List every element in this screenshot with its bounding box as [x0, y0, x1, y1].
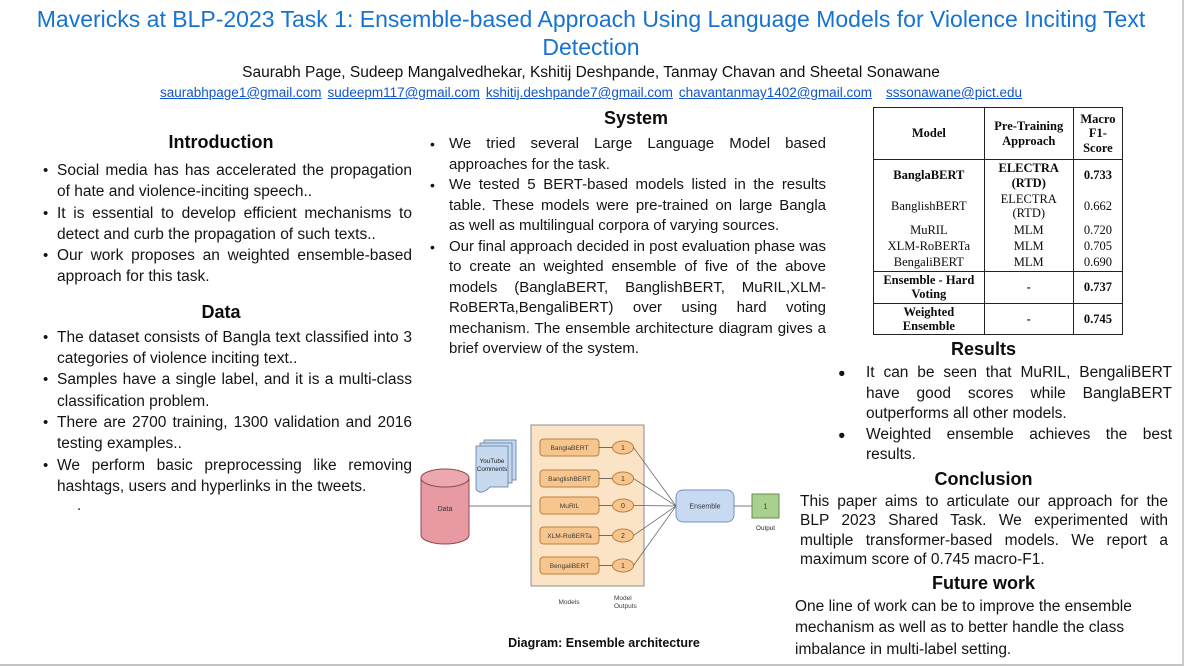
- cell-approach: MLM: [983, 221, 1074, 238]
- list-item: We tested 5 BERT-based models listed in …: [428, 175, 826, 237]
- list-item: It is essential to develop efficient mec…: [30, 203, 412, 246]
- table-header-score: Macro F1-Score: [1072, 107, 1124, 161]
- model-box-xlm-roberta: XLM-RoBERTa 2: [539, 505, 677, 545]
- cell-approach: ELECTRA (RTD): [983, 159, 1074, 191]
- cell-approach: ELECTRA (RTD): [983, 190, 1074, 222]
- results-heading: Results: [950, 339, 1017, 359]
- cell-approach: -: [983, 270, 1074, 303]
- data-list: The dataset consists of Bangla text clas…: [30, 327, 412, 497]
- table-row: Ensemble - Hard Voting - 0.737: [873, 270, 1124, 303]
- data-heading: Data: [201, 301, 241, 322]
- future-work-heading: Future work: [931, 572, 1035, 593]
- poster-title: Mavericks at BLP-2023 Task 1: Ensemble-b…: [36, 6, 1146, 60]
- introduction-list: Social media has has accelerated the pro…: [30, 160, 412, 288]
- table-row: BanglishBERT ELECTRA (RTD) 0.662: [873, 190, 1124, 222]
- table-row: BanglaBERT ELECTRA (RTD) 0.733: [873, 159, 1124, 191]
- diagram-caption: Diagram: Ensemble architecture: [508, 636, 700, 650]
- cell-approach: MLM: [983, 238, 1074, 255]
- cell-model: Weighted Ensemble: [873, 302, 985, 335]
- ensemble-node: Ensemble: [675, 489, 735, 523]
- conclusion-heading: Conclusion: [934, 468, 1033, 489]
- model-name: XLM-RoBERTa: [547, 533, 592, 540]
- cell-score: 0.720: [1072, 221, 1124, 238]
- system-list: We tried several Large Language Model ba…: [428, 134, 826, 360]
- table-header-model: Model: [873, 107, 985, 161]
- model-box-muril: MuRIL 0: [539, 496, 677, 515]
- cell-score: 0.662: [1072, 190, 1124, 222]
- authors-line: Saurabh Page, Sudeep Mangalvedhekar, Ksh…: [242, 64, 940, 81]
- results-list: It can be seen that MuRIL, BengaliBERT h…: [795, 363, 1172, 466]
- list-item: It can be seen that MuRIL, BengaliBERT h…: [795, 363, 1172, 425]
- youtube-label-line1: YouTube: [480, 458, 505, 465]
- results-table: Model Pre-Training Approach Macro F1-Sco…: [873, 107, 1124, 336]
- cell-score: 0.737: [1072, 270, 1124, 303]
- output-node: 1 Output: [751, 493, 780, 532]
- email-link-3[interactable]: kshitij.deshpande7@gmail.com: [485, 85, 673, 100]
- output-value: 1: [764, 504, 768, 511]
- table-row: Weighted Ensemble - 0.745: [873, 302, 1124, 335]
- model-box-banglabert: BanglaBERT 1: [539, 438, 677, 507]
- cell-model: MuRIL: [873, 221, 985, 238]
- model-output-value: 2: [621, 533, 625, 540]
- email-link-2[interactable]: sudeepm117@gmail.com: [327, 85, 480, 100]
- cell-score: 0.745: [1072, 302, 1124, 335]
- list-item: Samples have a single label, and it is a…: [30, 369, 412, 412]
- section-system: System We tried several Large Language M…: [428, 107, 826, 360]
- cell-approach: MLM: [983, 254, 1074, 272]
- stray-period: .: [77, 497, 82, 515]
- table-row: MuRIL MLM 0.720: [873, 221, 1124, 238]
- model-name: BanglishBERT: [548, 476, 591, 483]
- list-item: There are 2700 training, 1300 validation…: [30, 412, 412, 455]
- model-box-bengalibert: BengaliBERT 1: [539, 505, 677, 575]
- section-introduction-and-data: Introduction Social media has has accele…: [30, 131, 412, 513]
- outputs-caption-line1: Model: [614, 595, 632, 602]
- email-link-4[interactable]: chavantanmay1402@gmail.com: [678, 85, 872, 100]
- future-work-text: One line of work can be to improve the e…: [795, 597, 1132, 658]
- cell-score: 0.705: [1072, 238, 1124, 255]
- cell-model: XLM-RoBERTa: [873, 238, 985, 255]
- model-output-value: 1: [621, 445, 625, 452]
- output-label: Output: [756, 525, 775, 532]
- list-item: Weighted ensemble achieves the best resu…: [795, 425, 1172, 466]
- data-label: Data: [438, 506, 453, 513]
- list-item: The dataset consists of Bangla text clas…: [30, 327, 412, 370]
- ensemble-label: Ensemble: [689, 504, 720, 511]
- table-header-row: Model Pre-Training Approach Macro F1-Sco…: [873, 107, 1124, 161]
- list-item: We tried several Large Language Model ba…: [428, 134, 826, 175]
- list-item: Social media has has accelerated the pro…: [30, 160, 412, 203]
- cell-score: 0.733: [1072, 159, 1124, 191]
- cell-model: BanglishBERT: [873, 190, 985, 222]
- cell-model: BengaliBERT: [873, 254, 985, 272]
- model-output-value: 0: [621, 503, 625, 510]
- ensemble-architecture-diagram: Data YouTube Comments BanglaBERT 1: [418, 418, 790, 630]
- emails-line: saurabhpage1@gmail.com sudeepm117@gmail.c…: [0, 84, 1182, 101]
- introduction-heading: Introduction: [168, 132, 274, 152]
- model-output-value: 1: [621, 563, 625, 570]
- list-item: Our final approach decided in post evalu…: [428, 237, 826, 360]
- models-caption: Models: [559, 599, 581, 606]
- data-cylinder-icon: Data: [420, 468, 470, 545]
- table-row: XLM-RoBERTa MLM 0.705: [873, 238, 1124, 255]
- outputs-caption-line2: Outputs: [614, 603, 638, 610]
- conclusion-text: This paper aims to articulate our approa…: [800, 492, 1168, 569]
- model-output-value: 1: [621, 476, 625, 483]
- table-row: BengaliBERT MLM 0.690: [873, 254, 1124, 272]
- youtube-label-line2: Comments: [477, 466, 507, 473]
- email-link-5[interactable]: sssonawane@pict.edu: [885, 85, 1022, 100]
- system-heading: System: [603, 108, 669, 128]
- list-item: Our work proposes an weighted ensemble-b…: [30, 245, 412, 288]
- cell-score: 0.690: [1072, 254, 1124, 272]
- document-stack-icon: YouTube Comments: [475, 439, 517, 493]
- list-item: We perform basic preprocessing like remo…: [30, 455, 412, 498]
- cell-model: BanglaBERT: [873, 159, 985, 191]
- table-header-approach: Pre-Training Approach: [983, 107, 1074, 161]
- model-box-banglishbert: BanglishBERT 1: [539, 469, 677, 507]
- model-name: BanglaBERT: [551, 445, 589, 452]
- cell-approach: -: [983, 302, 1074, 335]
- cell-model: Ensemble - Hard Voting: [873, 270, 985, 303]
- model-name: MuRIL: [560, 503, 580, 510]
- email-link-1[interactable]: saurabhpage1@gmail.com: [160, 85, 322, 100]
- model-name: BengaliBERT: [550, 563, 589, 570]
- section-results-conclusion-future: Results It can be seen that MuRIL, Benga…: [795, 338, 1172, 660]
